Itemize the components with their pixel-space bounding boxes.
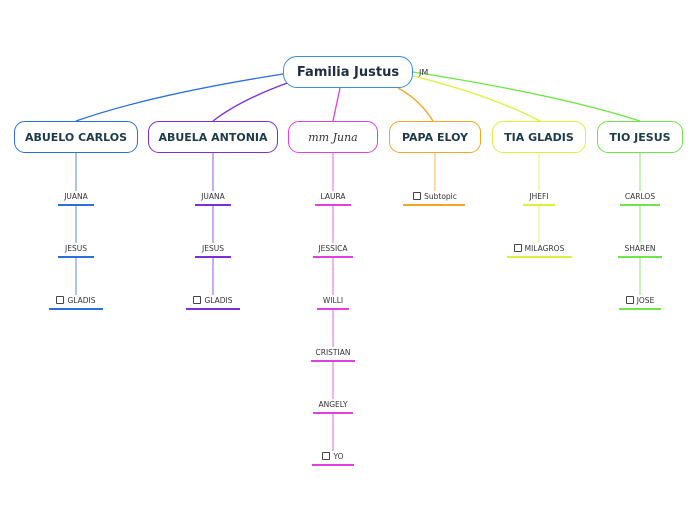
topic-abuela-antonia[interactable]: ABUELA ANTONIA	[148, 121, 278, 153]
subtopic-label: JUANA	[201, 191, 225, 201]
subtopic-antonia-jesus[interactable]: JESUS	[183, 241, 243, 255]
subtopic-label: Subtopic	[424, 191, 457, 201]
link-root-eloy	[397, 87, 434, 122]
subtopic-label: JESUS	[65, 243, 87, 253]
checkbox-icon[interactable]	[413, 192, 422, 200]
subtopic-antonia-juana[interactable]: JUANA	[183, 189, 243, 203]
topic-tia-gladis[interactable]: TIA GLADIS	[492, 121, 586, 153]
link-root-center	[332, 87, 341, 122]
subtopic-laura[interactable]: LAURA	[303, 189, 363, 203]
topic-label: mm Juna	[308, 130, 358, 144]
subtopic-eloy-subtopic[interactable]: Subtopic	[400, 189, 470, 203]
checkbox-icon[interactable]	[193, 296, 202, 304]
subtopic-antonia-gladis[interactable]: GLADIS	[183, 293, 243, 307]
link-root-gladis	[412, 75, 541, 122]
subtopic-jose[interactable]: JOSE	[610, 293, 670, 307]
link-root-carlos	[75, 73, 284, 122]
subtopic-willi[interactable]: WILLI	[303, 293, 363, 307]
subtopic-label: LAURA	[320, 191, 346, 201]
checkbox-icon[interactable]	[625, 296, 634, 304]
topic-tio-jesus[interactable]: TIO JESUS	[597, 121, 683, 153]
subtopic-label: MILAGROS	[524, 243, 565, 253]
link-root-jesus	[412, 71, 641, 122]
topic-label: TIA GLADIS	[504, 130, 574, 144]
subtopic-label: ANGELY	[318, 399, 348, 409]
subtopic-label: JUANA	[64, 191, 88, 201]
subtopic-carlos-gladis[interactable]: GLADIS	[46, 293, 106, 307]
subtopic-label: CARLOS	[624, 191, 656, 201]
subtopic-label: JESUS	[202, 243, 224, 253]
root-note: JM	[419, 68, 429, 77]
subtopic-cristian[interactable]: CRISTIAN	[303, 345, 363, 359]
checkbox-icon[interactable]	[513, 244, 522, 252]
subtopic-label: JESSICA	[318, 243, 348, 253]
subtopic-milagros[interactable]: MILAGROS	[504, 241, 574, 255]
topic-abuelo-carlos[interactable]: ABUELO CARLOS	[14, 121, 138, 153]
subtopic-label: GLADIS	[204, 295, 233, 305]
topic-label: ABUELA ANTONIA	[158, 130, 268, 144]
subtopic-carlos-juana[interactable]: JUANA	[46, 189, 106, 203]
topic-papa-eloy[interactable]: PAPA ELOY	[389, 121, 481, 153]
subtopic-label: JOSE	[636, 295, 655, 305]
topic-mm-juna[interactable]: mm Juna	[288, 121, 378, 153]
link-root-antonia	[212, 81, 291, 122]
topic-label: ABUELO CARLOS	[24, 130, 128, 144]
subtopic-label: WILLI	[322, 295, 344, 305]
checkbox-icon[interactable]	[56, 296, 65, 304]
checkbox-icon[interactable]	[322, 452, 331, 460]
subtopic-label: SHAREN	[624, 243, 656, 253]
subtopic-jessica[interactable]: JESSICA	[303, 241, 363, 255]
subtopic-jhefi[interactable]: JHEFI	[509, 189, 569, 203]
subtopic-carlos-jesus[interactable]: JESUS	[46, 241, 106, 255]
subtopic-yo[interactable]: YO	[303, 449, 363, 463]
subtopic-sharen[interactable]: SHAREN	[610, 241, 670, 255]
root-topic[interactable]: Familia Justus	[283, 56, 413, 88]
topic-label: TIO JESUS	[609, 130, 671, 144]
subtopic-label: JHEFI	[529, 191, 549, 201]
subtopic-angely[interactable]: ANGELY	[303, 397, 363, 411]
subtopic-label: YO	[333, 451, 344, 461]
subtopic-jesus-carlos[interactable]: CARLOS	[610, 189, 670, 203]
root-topic-label: Familia Justus	[296, 64, 400, 80]
subtopic-label: GLADIS	[67, 295, 96, 305]
subtopic-label: CRISTIAN	[315, 347, 351, 357]
topic-label: PAPA ELOY	[401, 130, 469, 144]
